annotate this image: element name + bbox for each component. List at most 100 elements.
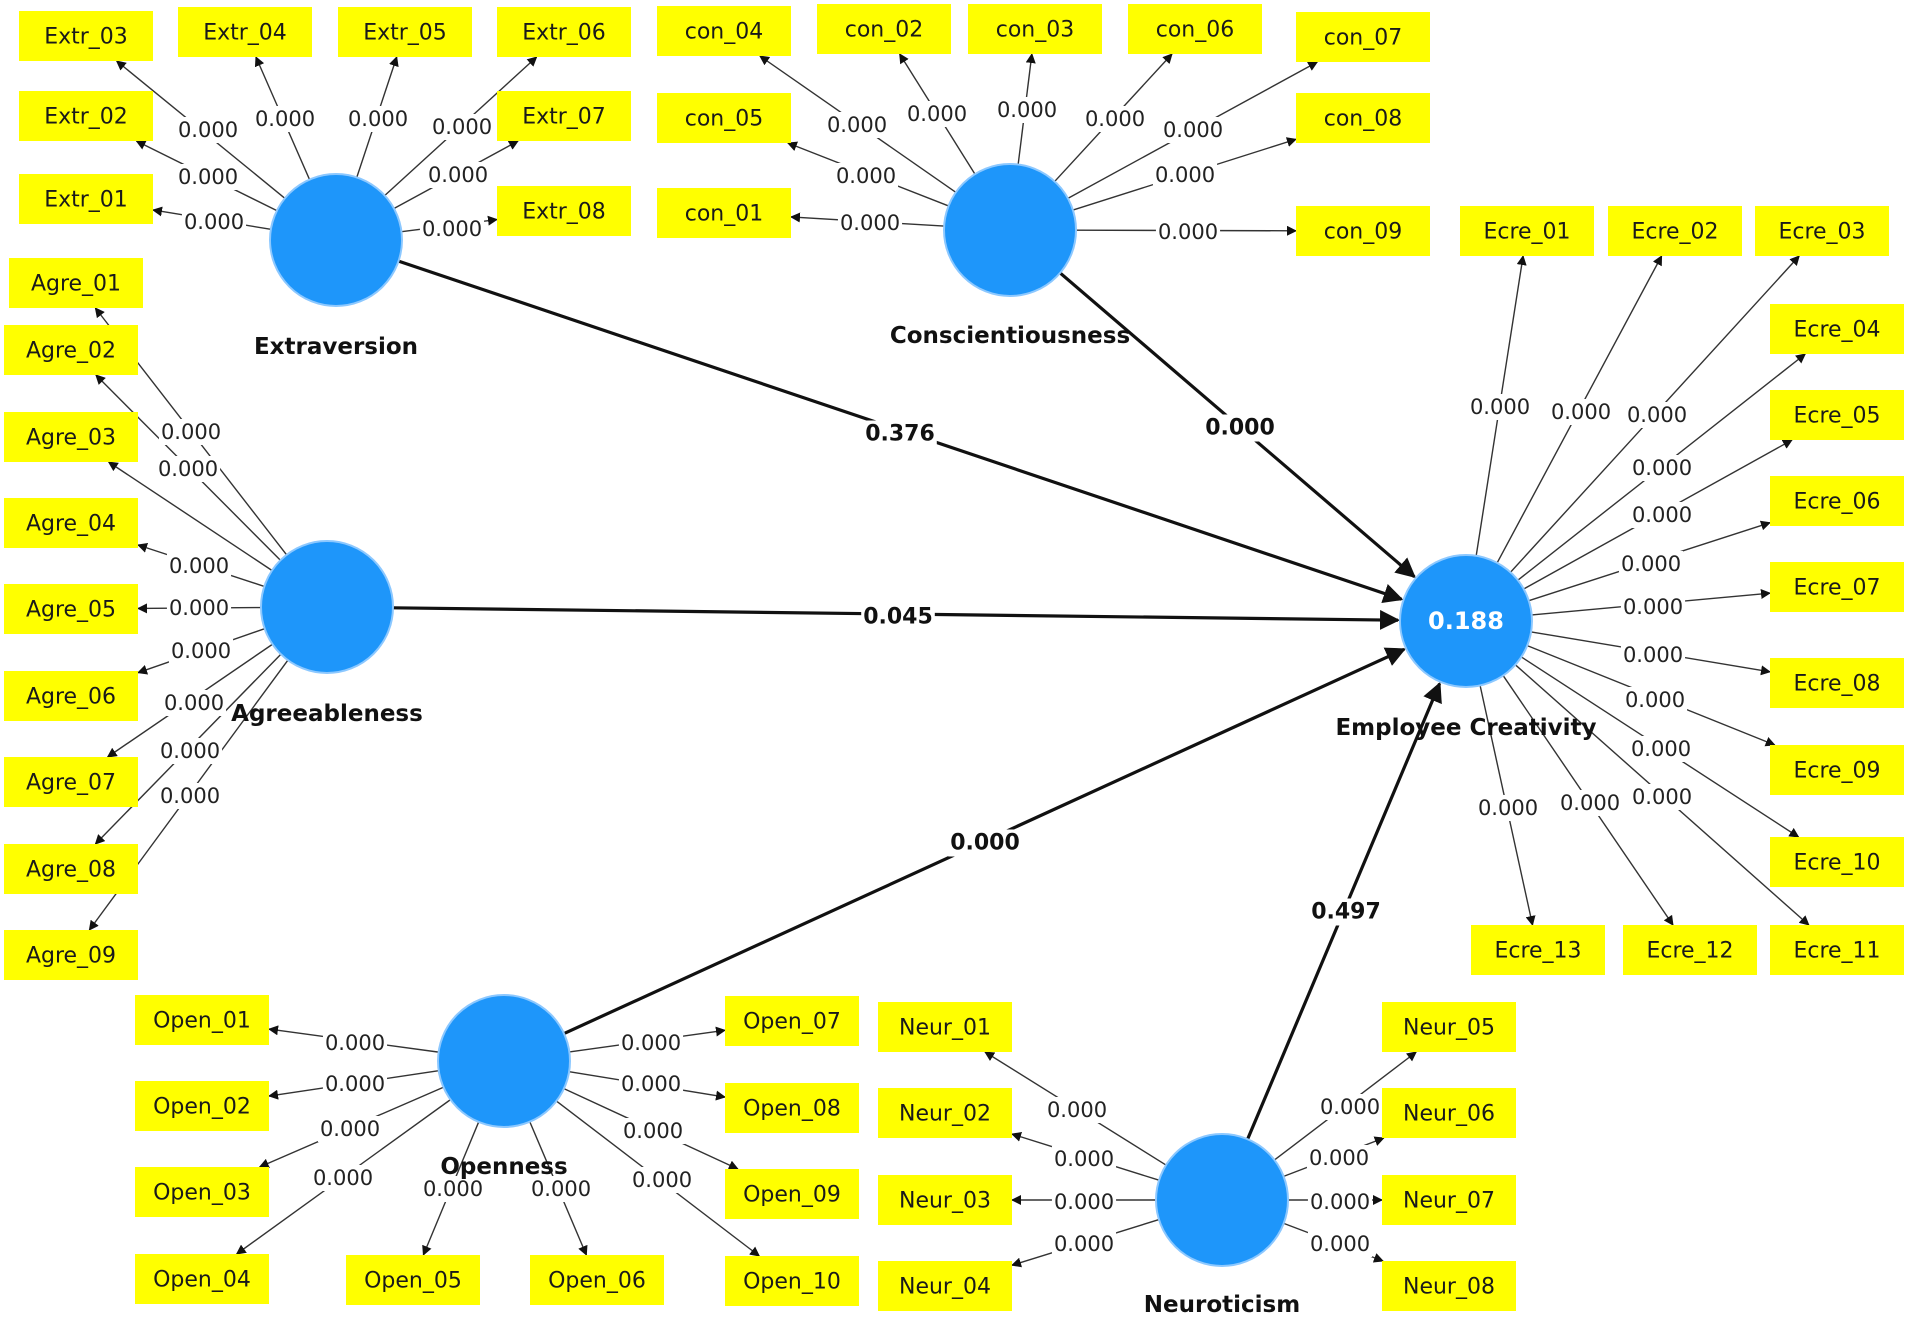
svg-text:0.000: 0.000 — [1054, 1232, 1114, 1256]
indicator-con_01[interactable]: con_01 — [657, 188, 791, 238]
svg-text:0.000: 0.000 — [1623, 595, 1683, 619]
indicator-con_04[interactable]: con_04 — [657, 6, 791, 56]
indicator-ecre_05[interactable]: Ecre_05 — [1770, 390, 1904, 440]
indicator-extr_06[interactable]: Extr_06 — [497, 7, 631, 57]
indicator-label: Extr_03 — [44, 25, 128, 50]
indicator-extr_07[interactable]: Extr_07 — [497, 91, 631, 141]
indicator-agre_04[interactable]: Agre_04 — [4, 498, 138, 548]
indicator-label: Ecre_11 — [1793, 939, 1880, 964]
indicator-ecre_03[interactable]: Ecre_03 — [1755, 206, 1889, 256]
loading-value: 0.000 — [1628, 736, 1694, 762]
indicator-open_06[interactable]: Open_06 — [530, 1255, 664, 1305]
indicator-agre_08[interactable]: Agre_08 — [4, 844, 138, 894]
indicator-agre_06[interactable]: Agre_06 — [4, 671, 138, 721]
indicator-agre_02[interactable]: Agre_02 — [4, 325, 138, 375]
indicator-open_08[interactable]: Open_08 — [725, 1083, 859, 1133]
latent-openness[interactable]: Openness — [437, 994, 571, 1180]
indicator-neur_07[interactable]: Neur_07 — [1382, 1175, 1516, 1225]
indicator-extr_08[interactable]: Extr_08 — [497, 186, 631, 236]
loading-value: 0.000 — [1475, 795, 1541, 821]
indicator-extr_04[interactable]: Extr_04 — [178, 7, 312, 57]
indicator-label: con_03 — [996, 18, 1075, 43]
path-coefficient-conscientiousness: 0.000 — [1203, 414, 1277, 442]
indicator-con_07[interactable]: con_07 — [1296, 12, 1430, 62]
indicator-con_03[interactable]: con_03 — [968, 4, 1102, 54]
svg-text:0.000: 0.000 — [1054, 1147, 1114, 1171]
indicator-extr_02[interactable]: Extr_02 — [19, 91, 153, 141]
indicator-con_08[interactable]: con_08 — [1296, 93, 1430, 143]
indicator-label: con_09 — [1324, 220, 1403, 245]
indicator-agre_09[interactable]: Agre_09 — [4, 930, 138, 980]
svg-text:0.000: 0.000 — [1310, 1190, 1370, 1214]
svg-text:0.000: 0.000 — [158, 457, 218, 481]
indicator-neur_04[interactable]: Neur_04 — [878, 1261, 1012, 1311]
indicator-open_04[interactable]: Open_04 — [135, 1254, 269, 1304]
latent-conscientiousness[interactable]: Conscientiousness — [890, 163, 1130, 349]
indicator-ecre_12[interactable]: Ecre_12 — [1623, 925, 1757, 975]
indicator-ecre_02[interactable]: Ecre_02 — [1608, 206, 1742, 256]
indicator-open_07[interactable]: Open_07 — [725, 996, 859, 1046]
indicator-ecre_10[interactable]: Ecre_10 — [1770, 837, 1904, 887]
indicator-label: con_06 — [1156, 18, 1235, 43]
svg-text:0.000: 0.000 — [1163, 118, 1223, 142]
indicator-open_05[interactable]: Open_05 — [346, 1255, 480, 1305]
indicator-open_02[interactable]: Open_02 — [135, 1081, 269, 1131]
indicator-neur_03[interactable]: Neur_03 — [878, 1175, 1012, 1225]
indicator-ecre_13[interactable]: Ecre_13 — [1471, 925, 1605, 975]
indicator-open_10[interactable]: Open_10 — [725, 1256, 859, 1306]
indicator-ecre_01[interactable]: Ecre_01 — [1460, 206, 1594, 256]
svg-text:0.000: 0.000 — [997, 98, 1057, 122]
indicator-neur_01[interactable]: Neur_01 — [878, 1002, 1012, 1052]
svg-text:0.000: 0.000 — [428, 163, 488, 187]
indicator-label: Neur_02 — [899, 1102, 991, 1127]
svg-text:0.497: 0.497 — [1311, 900, 1381, 925]
indicator-open_01[interactable]: Open_01 — [135, 995, 269, 1045]
indicator-neur_08[interactable]: Neur_08 — [1382, 1261, 1516, 1311]
loading-value: 0.000 — [1051, 1189, 1117, 1215]
indicator-con_02[interactable]: con_02 — [817, 4, 951, 54]
indicator-neur_05[interactable]: Neur_05 — [1382, 1002, 1516, 1052]
indicator-label: con_08 — [1324, 107, 1403, 132]
indicator-agre_07[interactable]: Agre_07 — [4, 757, 138, 807]
indicator-ecre_04[interactable]: Ecre_04 — [1770, 304, 1904, 354]
svg-text:0.000: 0.000 — [623, 1119, 683, 1143]
indicator-agre_05[interactable]: Agre_05 — [4, 584, 138, 634]
indicator-con_09[interactable]: con_09 — [1296, 206, 1430, 256]
indicator-label: Neur_05 — [1403, 1016, 1495, 1041]
indicator-label: Agre_09 — [26, 944, 116, 969]
indicator-con_06[interactable]: con_06 — [1128, 4, 1262, 54]
indicator-ecre_11[interactable]: Ecre_11 — [1770, 925, 1904, 975]
indicator-neur_02[interactable]: Neur_02 — [878, 1088, 1012, 1138]
indicator-ecre_07[interactable]: Ecre_07 — [1770, 562, 1904, 612]
indicator-open_03[interactable]: Open_03 — [135, 1167, 269, 1217]
loading-value: 0.000 — [1620, 642, 1686, 668]
svg-text:0.000: 0.000 — [422, 217, 482, 241]
latent-extraversion[interactable]: Extraversion — [254, 173, 418, 360]
indicator-agre_01[interactable]: Agre_01 — [9, 258, 143, 308]
indicator-ecre_08[interactable]: Ecre_08 — [1770, 658, 1904, 708]
indicator-ecre_06[interactable]: Ecre_06 — [1770, 476, 1904, 526]
latent-agreeableness[interactable]: Agreeableness — [231, 540, 423, 727]
indicator-label: Neur_04 — [899, 1275, 991, 1300]
loading-value: 0.000 — [1044, 1097, 1110, 1123]
indicator-open_09[interactable]: Open_09 — [725, 1169, 859, 1219]
loading-value: 0.000 — [1082, 106, 1148, 132]
indicator-extr_01[interactable]: Extr_01 — [19, 174, 153, 224]
loading-value: 0.000 — [837, 210, 903, 236]
indicator-extr_05[interactable]: Extr_05 — [338, 7, 472, 57]
loading-value: 0.000 — [1620, 594, 1686, 620]
svg-text:0.000: 0.000 — [169, 554, 229, 578]
indicator-con_05[interactable]: con_05 — [657, 93, 791, 143]
indicator-neur_06[interactable]: Neur_06 — [1382, 1088, 1516, 1138]
latent-neuroticism[interactable]: Neuroticism — [1144, 1133, 1300, 1318]
loading-arrow — [107, 461, 273, 572]
r-squared-value: 0.188 — [1428, 607, 1504, 635]
indicator-agre_03[interactable]: Agre_03 — [4, 412, 138, 462]
indicator-extr_03[interactable]: Extr_03 — [19, 11, 153, 61]
indicator-ecre_09[interactable]: Ecre_09 — [1770, 745, 1904, 795]
svg-text:0.000: 0.000 — [432, 115, 492, 139]
path-coefficient-neuroticism: 0.497 — [1309, 898, 1383, 926]
